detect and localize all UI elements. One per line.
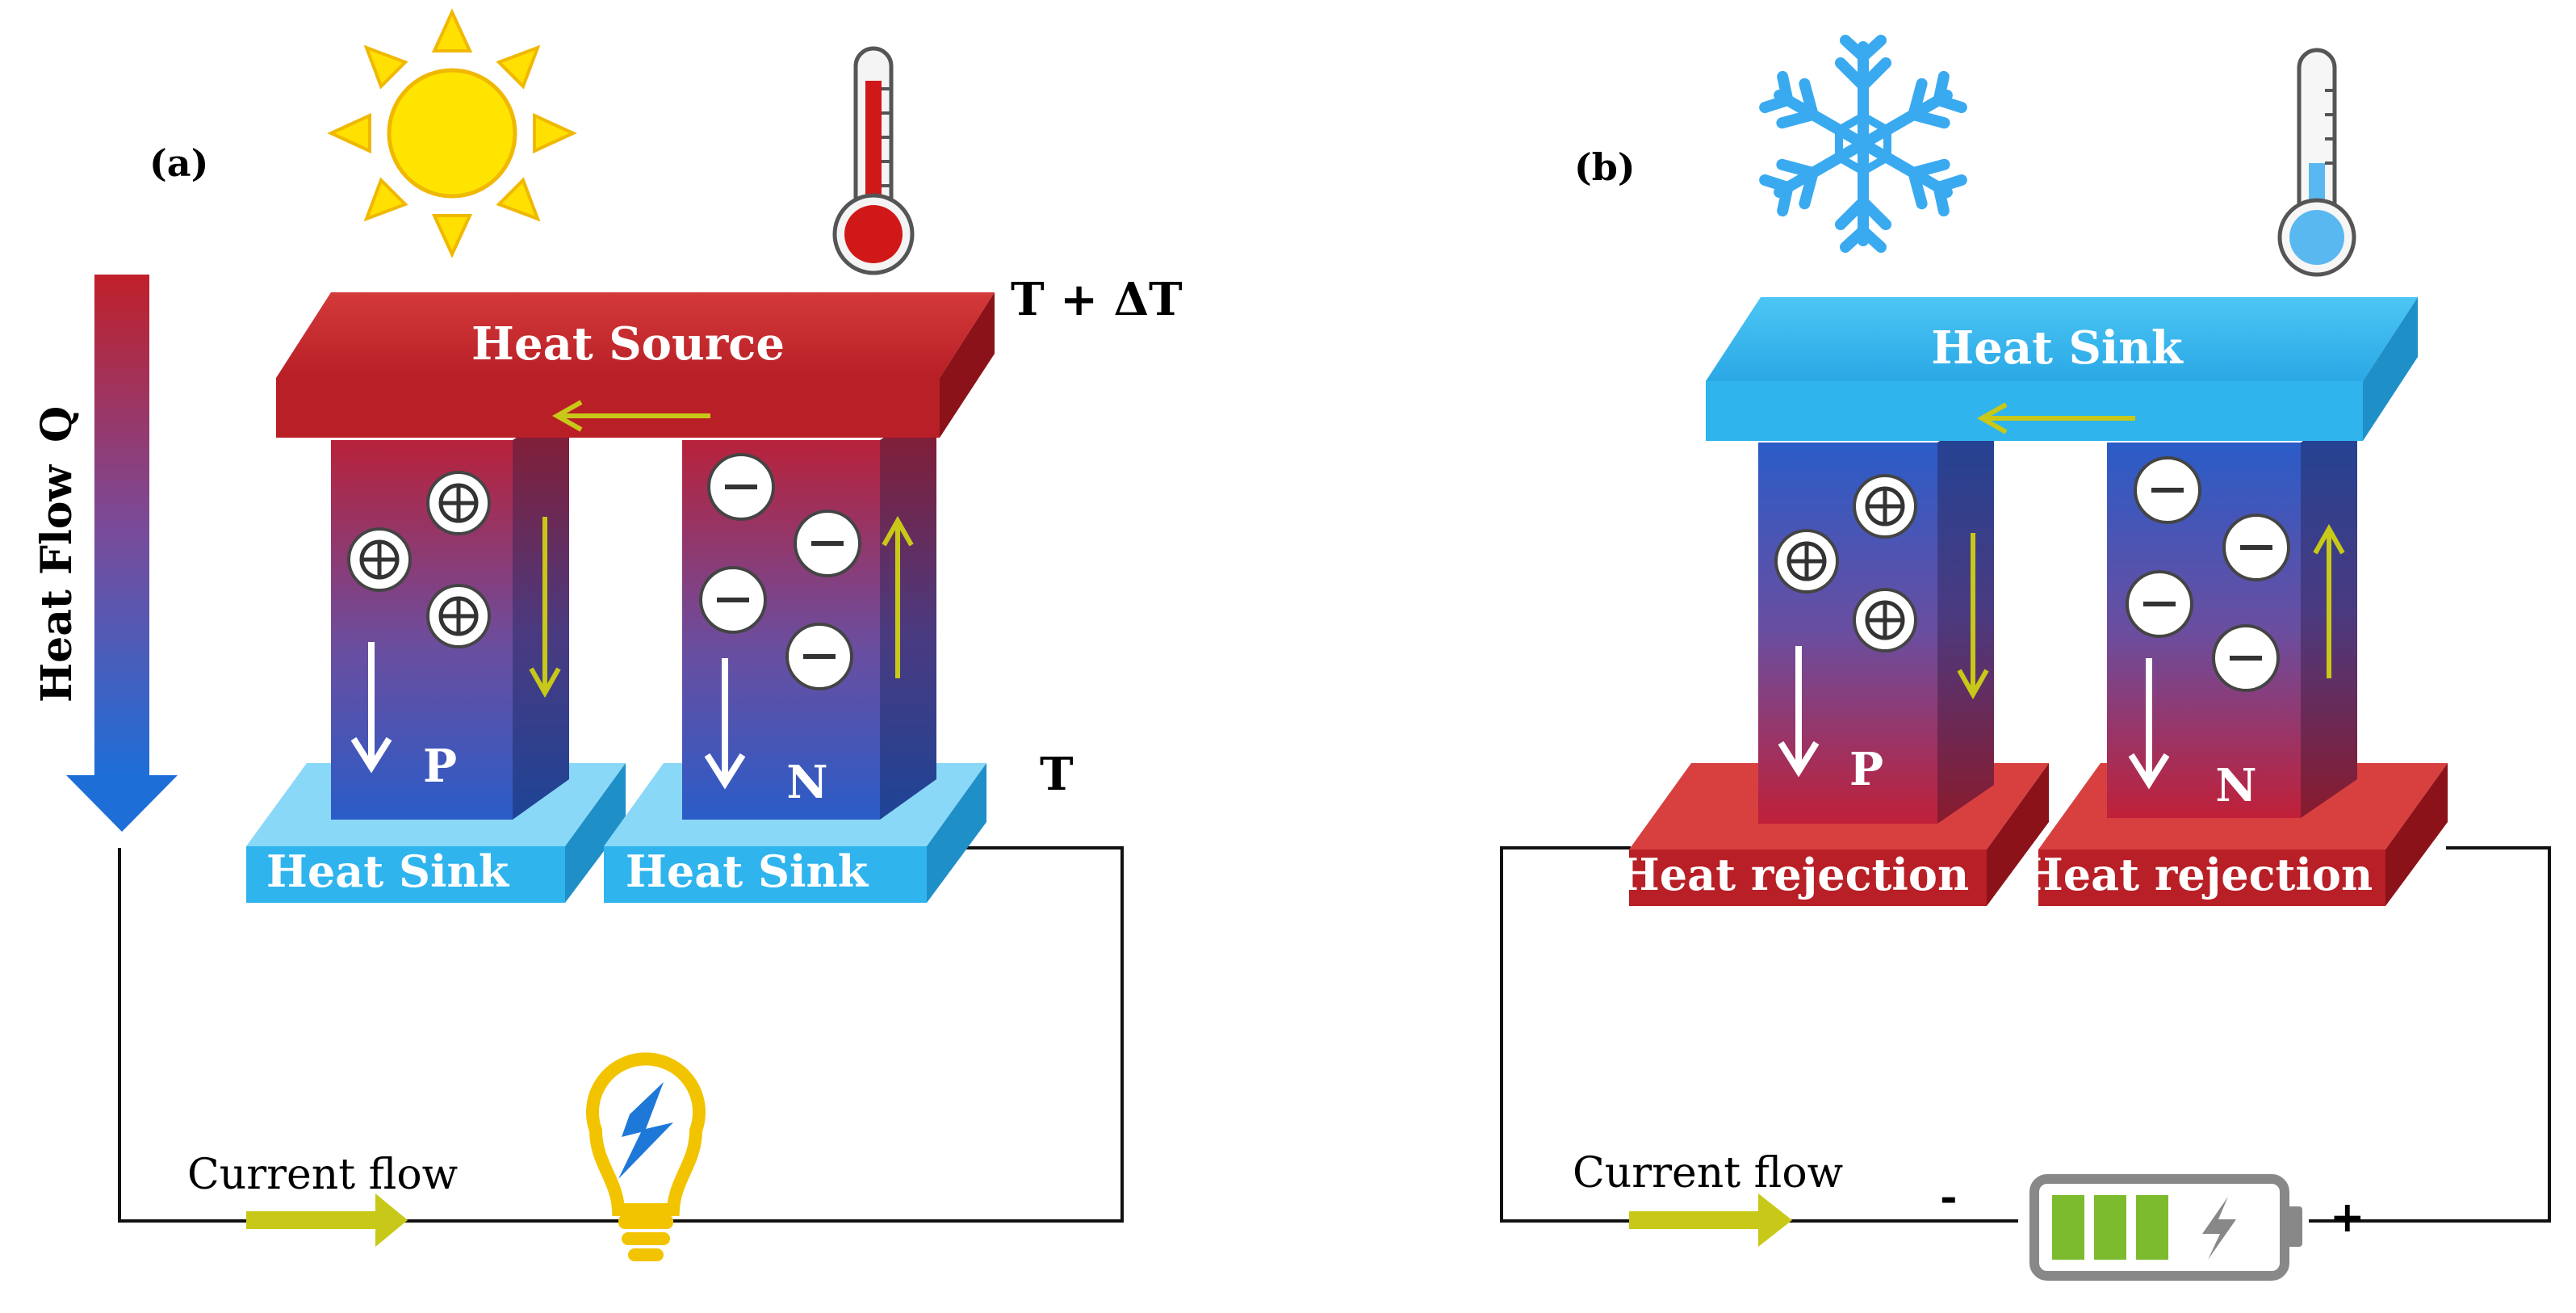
hole-icon xyxy=(1853,588,1917,652)
p-leg-label-a: P xyxy=(423,740,457,793)
hole-icon xyxy=(347,527,412,592)
current-flow-arrow-a xyxy=(246,1193,408,1247)
current-arrows-a xyxy=(529,400,914,698)
hole-icon xyxy=(426,584,491,648)
heat-sink-label-right-a: Heat Sink xyxy=(626,845,869,897)
snowflake-icon xyxy=(1762,35,1964,247)
carrier-arrows-b xyxy=(1778,646,2170,790)
electrons-b xyxy=(2126,456,2290,692)
sun-icon xyxy=(327,8,577,258)
electron-icon xyxy=(2222,514,2290,581)
heat-source-plate xyxy=(276,292,995,438)
heat-sink-label-top-b: Heat Sink xyxy=(1931,321,2184,375)
heat-source-label: Heat Source xyxy=(471,317,785,371)
heat-sink-label-left-a: Heat Sink xyxy=(266,845,510,897)
holes-a xyxy=(347,471,491,648)
hot-temp-label: T + ΔT xyxy=(1011,273,1183,326)
circuit-wire-a xyxy=(118,846,1124,1223)
battery-minus-label: - xyxy=(1940,1172,1958,1222)
heat-sink-plate-top-b xyxy=(1706,297,2418,441)
electron-icon xyxy=(699,566,767,634)
current-arrows-b xyxy=(1957,402,2345,700)
thermometer-cold-icon xyxy=(2277,48,2356,277)
current-flow-arrow-b xyxy=(1629,1193,1792,1247)
cold-temp-label: T xyxy=(1040,748,1074,801)
p-leg-label-b: P xyxy=(1849,743,1883,796)
hole-icon xyxy=(1853,474,1917,539)
electrons-a xyxy=(699,453,861,690)
n-leg-label-a: N xyxy=(786,756,827,809)
heat-flow-symbol: Q xyxy=(32,406,82,443)
holes-b xyxy=(1774,474,1917,652)
panel-b: (b) xyxy=(1500,35,2551,1281)
heat-flow-label: Heat Flow xyxy=(32,464,82,703)
current-flow-label-b: Current flow xyxy=(1573,1149,1843,1198)
current-flow-label-a: Current flow xyxy=(187,1151,458,1199)
hole-icon xyxy=(426,471,491,535)
electron-icon xyxy=(707,453,775,521)
electron-icon xyxy=(2212,624,2280,692)
hole-icon xyxy=(1774,529,1839,594)
electron-icon xyxy=(794,510,861,577)
circuit-wire-b-right xyxy=(2309,846,2551,1223)
panel-a: (a) xyxy=(32,8,1183,1261)
heat-flow-arrow xyxy=(66,275,178,832)
electron-icon xyxy=(785,623,853,690)
electron-icon xyxy=(2134,456,2201,524)
panel-b-label: (b) xyxy=(1574,145,1636,189)
heat-rejection-label-left-b: Heat rejection xyxy=(1619,849,1969,900)
panel-a-label: (a) xyxy=(149,141,208,185)
battery-plus-label: + xyxy=(2330,1193,2365,1242)
n-leg-label-b: N xyxy=(2215,759,2256,812)
thermometer-hot-icon xyxy=(832,46,915,275)
heat-rejection-label-right-b: Heat rejection xyxy=(2022,849,2373,900)
lightbulb-icon xyxy=(586,1052,706,1261)
carrier-arrows-a xyxy=(350,642,746,790)
battery-icon xyxy=(2029,1174,2302,1281)
lightning-icon xyxy=(2202,1197,2236,1260)
electron-icon xyxy=(2126,570,2193,638)
